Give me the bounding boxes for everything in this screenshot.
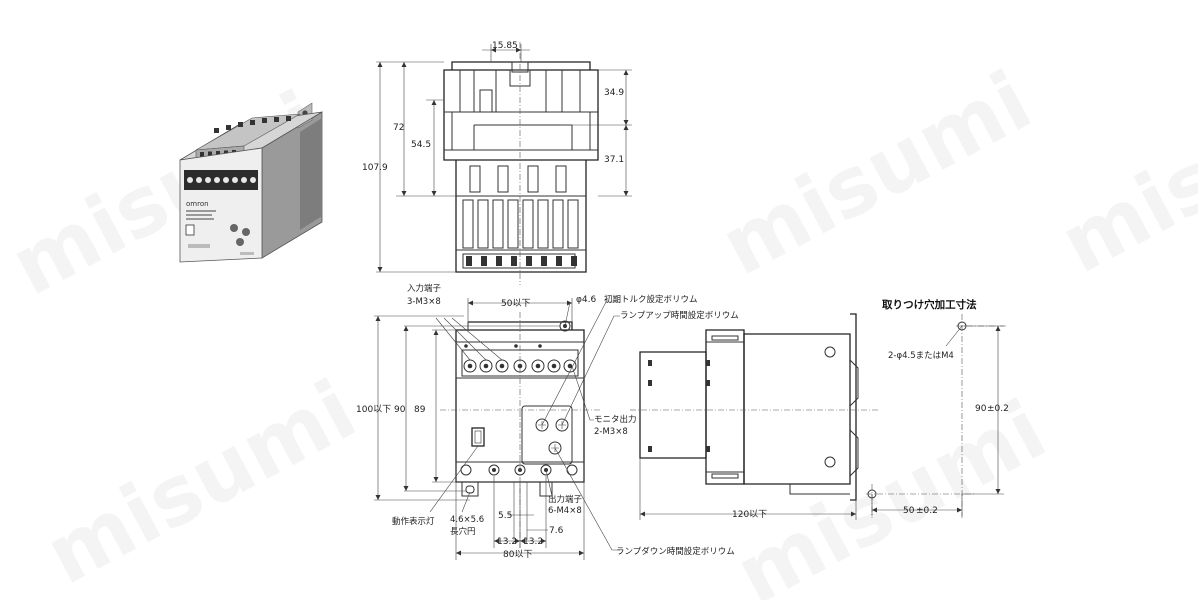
dim-7-6: 7.6 [549, 526, 564, 536]
output-terminal-label: 出力端子 [548, 494, 583, 505]
dim-15-85: 15.85 [492, 41, 518, 51]
top-view: 15.85 107.9 72 54.5 34.9 37.1 [362, 41, 632, 285]
watermark: misumi [1046, 51, 1198, 292]
dim-13-2-right: 13.2 [523, 537, 543, 547]
monitor-output-label: モニタ出力 [594, 414, 637, 425]
watermark: misumi [31, 363, 371, 600]
dim-34-9: 34.9 [604, 88, 624, 98]
dim-5-5: 5.5 [498, 511, 512, 521]
dim-37-1: 37.1 [604, 155, 624, 165]
dim-90: 90 [394, 405, 406, 415]
mount-dim-90-tol: ±0.2 [987, 404, 1009, 414]
initial-torque-label: 初期トルク設定ボリウム [604, 294, 698, 305]
operation-lamp-label: 動作表示灯 [392, 516, 435, 527]
ramp-up-label: ランプアップ時間設定ボリウム [620, 310, 739, 321]
dim-107-9: 107.9 [362, 163, 388, 173]
monitor-output-spec: 2-M3×8 [594, 427, 628, 437]
hole-spec: 2-φ4.5またはM4 [888, 351, 954, 361]
mounting-diagram: 取りつけ穴加工寸法 2-φ4.5またはM4 90 ±0.2 50 ±0.2 [866, 298, 1009, 518]
mount-dim-90: 90 [975, 404, 987, 414]
front-view: 入力端子 3-M3×8 50以下 φ4.6 初期トルク設定ボリウム ランプアップ… [356, 283, 739, 560]
mount-dim-50-tol: ±0.2 [916, 506, 938, 516]
ramp-down-label: ランプダウン時間設定ボリウム [616, 546, 735, 557]
input-terminal-spec: 3-M3×8 [407, 297, 441, 307]
watermark: misumi [706, 54, 1046, 295]
dim-80-max: 80以下 [503, 550, 532, 560]
dim-13-2-left: 13.2 [497, 537, 517, 547]
dim-phi-4-6: φ4.6 [576, 295, 597, 305]
dim-100-max: 100以下 [356, 405, 391, 415]
product-photo: omron [179, 102, 323, 263]
output-terminal-spec: 6-M4×8 [548, 506, 582, 516]
dim-54-5: 54.5 [411, 140, 431, 150]
dim-50-max: 50以下 [501, 299, 530, 309]
input-terminal-label: 入力端子 [407, 283, 442, 294]
dim-72: 72 [393, 123, 404, 133]
side-view: 120以下 [630, 313, 880, 520]
slot-label-1: 4.6×5.6 [450, 515, 484, 525]
watermark-layer: misumi misumi misumi misumi misumi [0, 51, 1198, 600]
dim-120-max: 120以下 [732, 510, 767, 520]
dim-89: 89 [414, 405, 426, 415]
mounting-title: 取りつけ穴加工寸法 [882, 298, 977, 311]
brand-text: omron [186, 200, 209, 208]
mount-dim-50: 50 [903, 506, 915, 516]
watermark: misumi [721, 383, 1061, 600]
slot-label-2: 長穴円 [450, 526, 476, 537]
